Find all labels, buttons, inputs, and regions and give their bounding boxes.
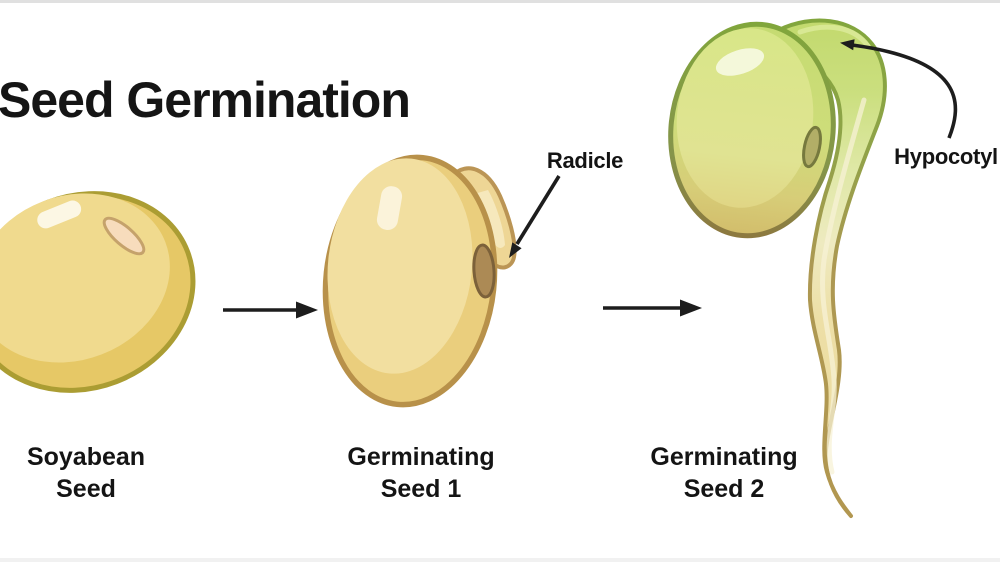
flow-arrow-2-icon [603, 299, 702, 317]
bottom-edge-strip [0, 558, 1000, 562]
seed2-hilum [472, 243, 496, 299]
seed3-highlight [715, 48, 765, 76]
soybean-seed-illustration [0, 191, 196, 393]
seed1-hilum [102, 216, 146, 256]
seed1-highlight [37, 200, 82, 229]
hypocotyl-pointer-arrow-icon [840, 39, 958, 139]
stage-label-line2: Seed [56, 475, 116, 503]
page-title: Seed Germination [0, 71, 411, 128]
flow-arrow-1-icon [223, 301, 318, 319]
seed2-inner-shading [327, 158, 473, 374]
hypocotyl-sprout-shape [777, 18, 887, 518]
stage-label-line1: Germinating [347, 443, 495, 471]
stage-label-line2: Seed 2 [683, 475, 765, 503]
germinating-seed-2-illustration [668, 18, 887, 518]
radicle-pointer-arrow-icon [509, 175, 561, 258]
seed3-hilum [802, 125, 822, 169]
top-edge-strip [0, 0, 1000, 3]
germinating-seed-1-illustration [322, 154, 517, 408]
sprout-arch-highlight [797, 24, 871, 49]
stage-label-line1: Germinating [650, 443, 798, 471]
stage-label-line1: Soyabean [26, 443, 146, 471]
stage-label-line2: Seed 1 [380, 475, 462, 503]
hypocotyl-annotation-label: Hypocotyl [894, 144, 998, 169]
stage-label-germinating-seed-2: Germinating Seed 2 [614, 441, 834, 505]
seed2-highlight [376, 186, 403, 230]
radicle-annotation-label: Radicle [546, 148, 624, 173]
sprout-stem-highlight [820, 97, 867, 475]
stage-label-germinating-seed-1: Germinating Seed 1 [311, 441, 531, 505]
seed3-inner-shading [676, 28, 814, 208]
stage-label-soyabean-seed: Soyabean Seed [0, 441, 196, 505]
